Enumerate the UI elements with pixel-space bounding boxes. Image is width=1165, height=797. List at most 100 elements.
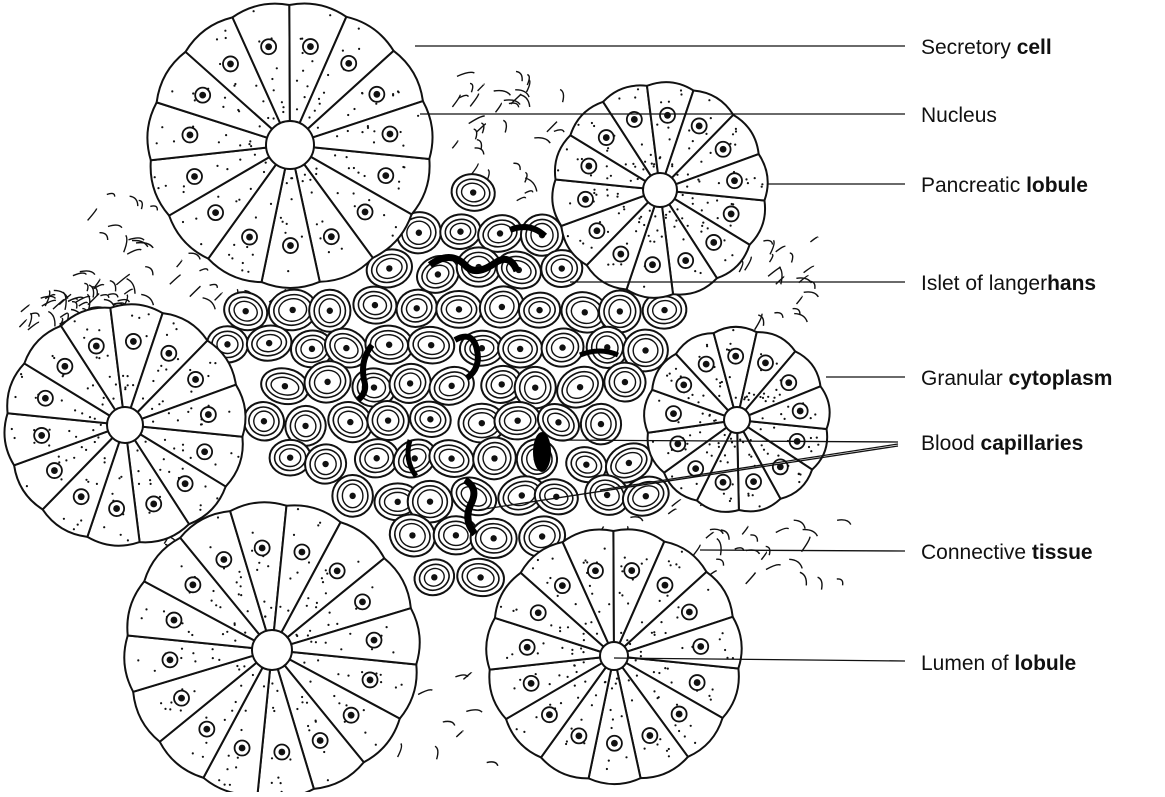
cytoplasm-granule bbox=[593, 189, 595, 191]
cytoplasm-granule bbox=[103, 526, 105, 528]
cytoplasm-granule bbox=[302, 52, 304, 54]
cytoplasm-granule bbox=[642, 168, 644, 170]
cytoplasm-granule bbox=[207, 375, 209, 377]
cytoplasm-granule bbox=[315, 173, 317, 175]
cytoplasm-granule bbox=[146, 335, 148, 337]
cytoplasm-granule bbox=[380, 674, 382, 676]
islet-cell bbox=[332, 475, 373, 517]
connective-fiber bbox=[516, 71, 522, 81]
cytoplasm-granule bbox=[723, 493, 725, 495]
cytoplasm-granule bbox=[519, 679, 521, 681]
cytoplasm-granule bbox=[63, 518, 65, 520]
cytoplasm-granule bbox=[87, 481, 89, 483]
cytoplasm-granule bbox=[607, 264, 609, 266]
cytoplasm-granule bbox=[309, 179, 311, 181]
cytoplasm-granule bbox=[353, 192, 355, 194]
cytoplasm-granule bbox=[85, 479, 87, 481]
cytoplasm-granule bbox=[709, 443, 711, 445]
cytoplasm-granule bbox=[590, 621, 592, 623]
cytoplasm-granule bbox=[228, 755, 230, 757]
cytoplasm-granule bbox=[258, 562, 260, 564]
cytoplasm-granule bbox=[164, 439, 166, 441]
connective-fiber bbox=[800, 572, 806, 585]
cytoplasm-granule bbox=[702, 413, 704, 415]
cytoplasm-granule bbox=[258, 40, 260, 42]
connective-fiber bbox=[108, 294, 118, 298]
cytoplasm-granule bbox=[323, 92, 325, 94]
cytoplasm-granule bbox=[291, 177, 293, 179]
cytoplasm-granule bbox=[656, 229, 658, 231]
cytoplasm-granule bbox=[33, 442, 35, 444]
cytoplasm-granule bbox=[165, 185, 167, 187]
connective-fiber bbox=[145, 267, 153, 276]
cytoplasm-granule bbox=[239, 159, 241, 161]
cytoplasm-granule bbox=[523, 731, 525, 733]
cytoplasm-granule bbox=[392, 651, 394, 653]
cytoplasm-granule bbox=[681, 217, 683, 219]
cytoplasm-granule bbox=[400, 131, 402, 133]
cytoplasm-granule bbox=[626, 243, 628, 245]
cytoplasm-granule bbox=[397, 90, 399, 92]
cytoplasm-granule bbox=[673, 226, 675, 228]
cytoplasm-granule bbox=[286, 182, 288, 184]
cytoplasm-granule bbox=[577, 158, 579, 160]
cytoplasm-granule bbox=[668, 755, 670, 757]
cytoplasm-granule bbox=[506, 657, 508, 659]
cytoplasm-granule bbox=[276, 67, 278, 69]
connective-fiber bbox=[745, 257, 752, 271]
cytoplasm-granule bbox=[235, 200, 237, 202]
cytoplasm-granule bbox=[333, 695, 335, 697]
connective-fiber bbox=[750, 535, 757, 542]
cytoplasm-granule bbox=[699, 431, 701, 433]
cytoplasm-granule bbox=[273, 117, 275, 119]
cytoplasm-granule bbox=[580, 647, 582, 649]
cytoplasm-granule bbox=[668, 101, 670, 103]
cytoplasm-granule bbox=[151, 408, 153, 410]
cytoplasm-granule bbox=[817, 444, 819, 446]
cytoplasm-granule bbox=[735, 128, 737, 130]
cytoplasm-granule bbox=[212, 590, 214, 592]
connective-fiber bbox=[474, 129, 477, 139]
cytoplasm-granule bbox=[607, 194, 609, 196]
cytoplasm-granule bbox=[249, 140, 251, 142]
cytoplasm-granule bbox=[183, 185, 185, 187]
cytoplasm-granule bbox=[183, 191, 185, 193]
connective-fiber bbox=[761, 552, 766, 560]
cytoplasm-granule bbox=[141, 617, 143, 619]
cytoplasm-granule bbox=[182, 221, 184, 223]
connective-fiber bbox=[513, 163, 520, 170]
cytoplasm-granule bbox=[329, 612, 331, 614]
cytoplasm-granule bbox=[650, 154, 652, 156]
cytoplasm-granule bbox=[653, 241, 655, 243]
cytoplasm-granule bbox=[193, 690, 195, 692]
connective-fiber bbox=[837, 520, 851, 525]
cytoplasm-granule bbox=[329, 14, 331, 16]
cytoplasm-granule bbox=[669, 211, 671, 213]
cytoplasm-granule bbox=[719, 382, 721, 384]
cytoplasm-granule bbox=[242, 262, 244, 264]
cytoplasm-granule bbox=[754, 177, 756, 179]
cytoplasm-granule bbox=[271, 682, 273, 684]
cytoplasm-granule bbox=[401, 684, 403, 686]
cytoplasm-granule bbox=[211, 600, 213, 602]
cytoplasm-granule bbox=[226, 631, 228, 633]
cytoplasm-granule bbox=[762, 417, 764, 419]
connective-fiber bbox=[797, 296, 803, 304]
cytoplasm-granule bbox=[729, 343, 731, 345]
cytoplasm-granule bbox=[327, 779, 329, 781]
cytoplasm-granule bbox=[181, 648, 183, 650]
cytoplasm-granule bbox=[358, 28, 360, 30]
cytoplasm-granule bbox=[240, 594, 242, 596]
cytoplasm-granule bbox=[138, 483, 140, 485]
cytoplasm-granule bbox=[14, 437, 16, 439]
cytoplasm-granule bbox=[190, 457, 192, 459]
cytoplasm-granule bbox=[234, 83, 236, 85]
cytoplasm-granule bbox=[190, 391, 192, 393]
cytoplasm-granule bbox=[371, 586, 373, 588]
cytoplasm-granule bbox=[654, 634, 656, 636]
cytoplasm-granule bbox=[347, 114, 349, 116]
cytoplasm-granule bbox=[150, 483, 152, 485]
cytoplasm-granule bbox=[724, 259, 726, 261]
cytoplasm-granule bbox=[316, 602, 318, 604]
cytoplasm-granule bbox=[323, 751, 325, 753]
